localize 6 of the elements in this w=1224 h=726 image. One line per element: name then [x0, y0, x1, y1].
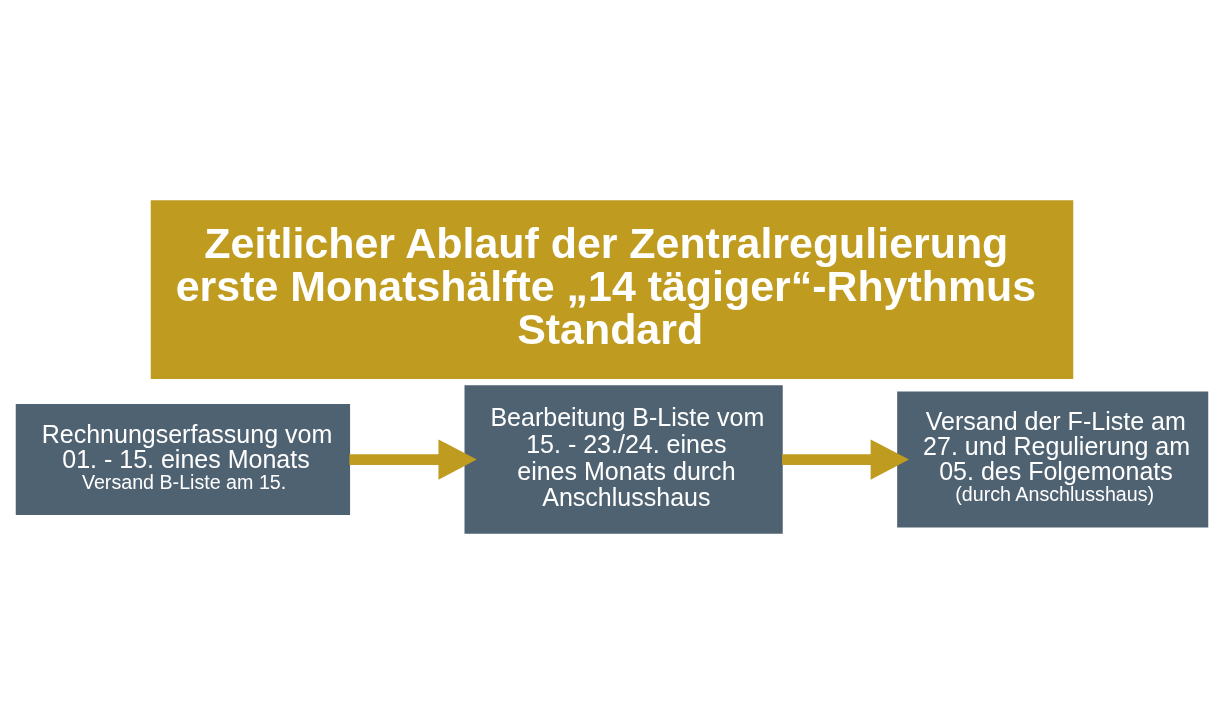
- diagram-title: Zeitlicher Ablauf der Zentralregulierung erste Monatshälfte „14 tägiger“-Rhythmus Standard: [175, 218, 1037, 353]
- node-box: Versand der F-Liste am 27. und Regulierung am 05. des Folgemonats (durch Anschlusshaus): [897, 391, 1209, 528]
- arrow: [782, 439, 909, 480]
- node-box: Bearbeitung B-Liste vom 15. - 23./24. eines eines Monats durch Anschlusshaus: [464, 385, 783, 534]
- arrow: [349, 439, 477, 480]
- node-box: Rechnungserfassung vom 01. - 15. eines Monats Versand B-Liste am 15.: [15, 404, 351, 515]
